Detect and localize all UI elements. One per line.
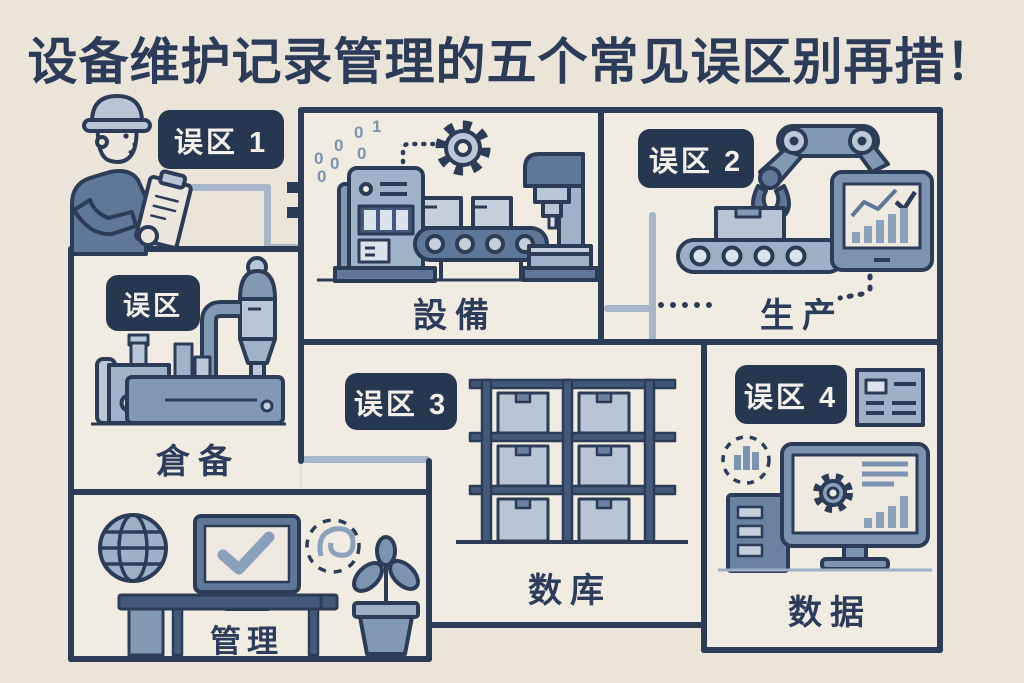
hard-hat [90,94,144,124]
badge-mistake-storage: 误区 [108,277,198,329]
worker-arm [72,198,138,237]
dotted-flow [837,273,873,301]
panel-border [426,458,432,662]
connector-line [649,212,656,343]
dashed-spiral-icon [305,518,361,574]
worker [70,94,193,256]
drill-press [521,152,599,282]
conveyor [413,196,549,280]
clipboard-clip [158,169,188,190]
management-illustration [98,513,420,657]
gear-icon [813,473,853,513]
data-illustration [718,368,932,573]
panel-border-stub [287,207,300,218]
robot-arm-icon [751,124,890,218]
desktop-computer-icon [726,442,930,573]
monitor-chart-icon [830,170,934,272]
caption-warehouse: 数库 [528,572,612,610]
binary-digit: 0 [357,144,367,163]
panel-border [598,107,604,345]
dotted-connector [658,302,712,308]
binary-digit: 0 [334,136,344,155]
badge-mistake-1: 误区 1 [160,112,282,167]
connector-line [604,305,654,312]
desk [117,593,339,657]
panel-border [68,246,304,252]
caption-storage: 倉备 [156,443,240,481]
form-card-icon [855,368,925,427]
page-title: 设备维护记录管理的五个常见误区别再措！ [27,34,997,90]
caption-device: 設備 [413,297,497,335]
binary-digit: 1 [372,117,382,136]
badge-mistake-4: 误区 4 [737,367,845,422]
panel-border [701,339,707,653]
connector-line [302,456,430,463]
connector-line [183,184,271,191]
panel-border [937,107,943,653]
binary-digit: 0 [314,149,324,168]
conveyor [676,238,846,274]
caption-management: 管理 [210,624,284,659]
dotted-flow [400,141,436,165]
caption-data: 数据 [788,594,872,632]
dashed-bar-chart-icon [721,435,771,485]
box [714,206,786,243]
industrial-machine [95,256,285,425]
gear-icon [435,120,491,176]
panel-border [68,656,432,662]
production-illustration [676,124,934,301]
binary-digit: 0 [354,123,364,142]
panel-border [68,489,432,495]
warehouse-rack [456,378,688,544]
badge-mistake-3: 误区 3 [347,375,455,428]
control-cabinet [333,166,437,283]
panel-border-stub [287,182,300,193]
worker-mouth [128,142,136,154]
binary-digit: 0 [330,154,340,173]
globe-icon [98,513,168,583]
connector-line [264,184,271,251]
binary-digit: 0 [317,167,327,186]
panel-border [701,647,943,653]
badge-mistake-2: 误区 2 [640,131,752,186]
worker-ear [95,135,109,149]
device-illustration [317,120,599,283]
panel-border [300,107,943,113]
hard-hat-brim [82,118,152,133]
panel-border [298,339,943,345]
worker-torso [70,169,148,256]
panel-border [68,246,74,662]
panel-border [426,622,707,628]
worker-eye [123,133,129,139]
worker-hand [137,225,159,247]
panel-border [298,107,304,464]
potted-plant-icon [352,535,420,656]
caption-production: 生产 [760,297,844,335]
storage-illustration [91,256,286,426]
